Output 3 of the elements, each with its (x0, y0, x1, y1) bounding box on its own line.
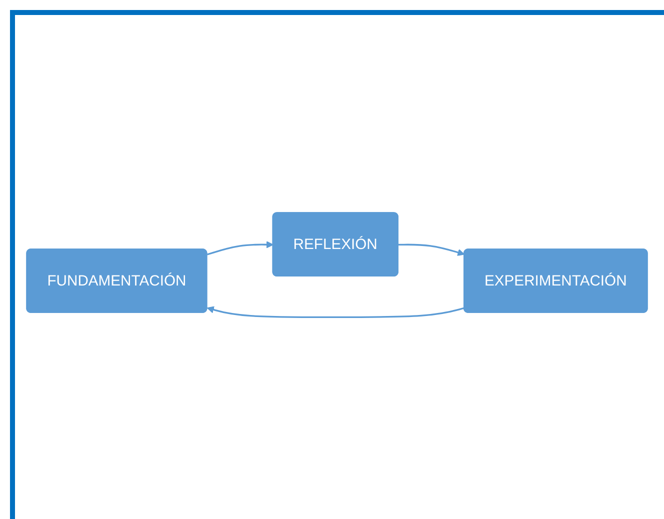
arrow (206, 241, 274, 256)
arrow (206, 306, 465, 318)
arrow (398, 244, 465, 256)
